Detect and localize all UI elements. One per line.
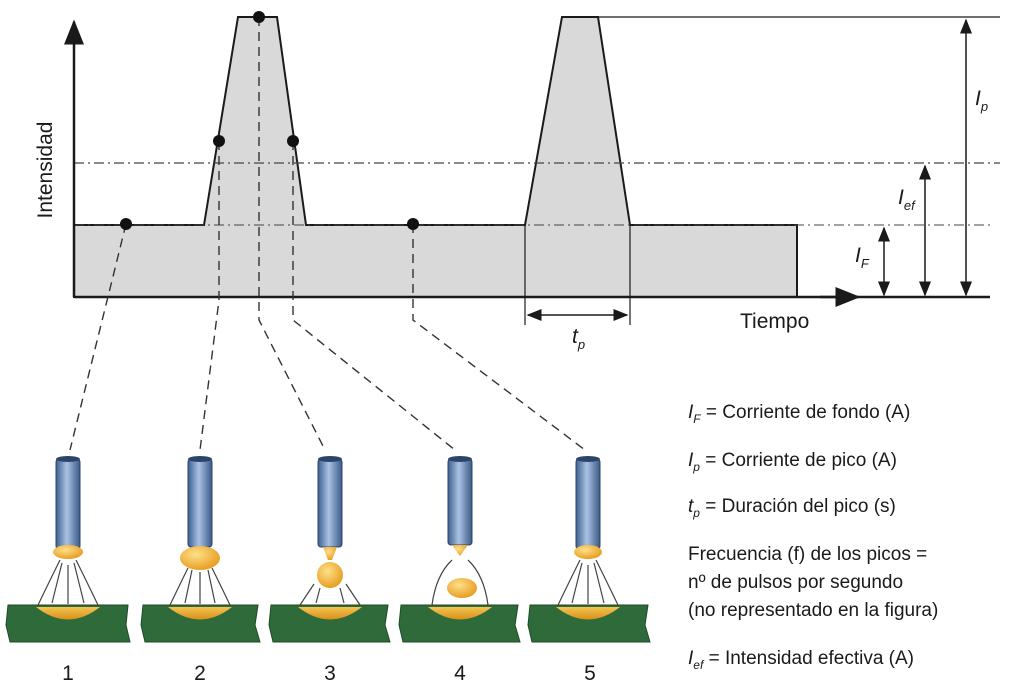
pulse-waveform	[73, 16, 798, 298]
stage-3-illustration	[268, 456, 391, 643]
stage-number-4: 4	[454, 662, 466, 685]
legend-line-if: IF = Corriente de fondo (A)	[688, 402, 910, 426]
ip-label: Ip	[975, 87, 988, 114]
legend-line-note: (no representado en la figura)	[688, 600, 938, 621]
legend-line-tp: tp = Duración del pico (s)	[688, 496, 896, 520]
point-4	[287, 135, 299, 147]
y-axis-label: Intensidad	[34, 122, 57, 219]
legend-line-pulses: nº de pulsos por segundo	[688, 572, 903, 593]
stage-1-illustration	[5, 456, 131, 643]
legend-line-ip: Ip = Corriente de pico (A)	[688, 450, 897, 474]
point-5	[407, 218, 419, 230]
point-3	[253, 11, 265, 23]
stage-2-illustration	[140, 456, 261, 643]
stage-4-illustration	[398, 456, 521, 643]
stage-5-illustration	[527, 456, 651, 643]
stage-number-2: 2	[194, 662, 206, 685]
stage-number-3: 3	[324, 662, 336, 685]
stage-number-5: 5	[584, 662, 596, 685]
tp-label: tp	[572, 325, 585, 352]
if-label: IF	[855, 244, 870, 271]
point-1	[120, 218, 132, 230]
stage-number-1: 1	[62, 662, 74, 685]
point-2	[213, 135, 225, 147]
stage-leader-lines	[69, 17, 586, 451]
legend: IF = Corriente de fondo (A) Ip = Corrien…	[688, 402, 938, 672]
legend-line-ief: Ief = Intensidad efectiva (A)	[688, 648, 914, 672]
x-axis-label: Tiempo	[740, 310, 809, 333]
ief-label: Ief	[898, 186, 916, 213]
legend-line-frequency: Frecuencia (f) de los picos =	[688, 544, 927, 565]
